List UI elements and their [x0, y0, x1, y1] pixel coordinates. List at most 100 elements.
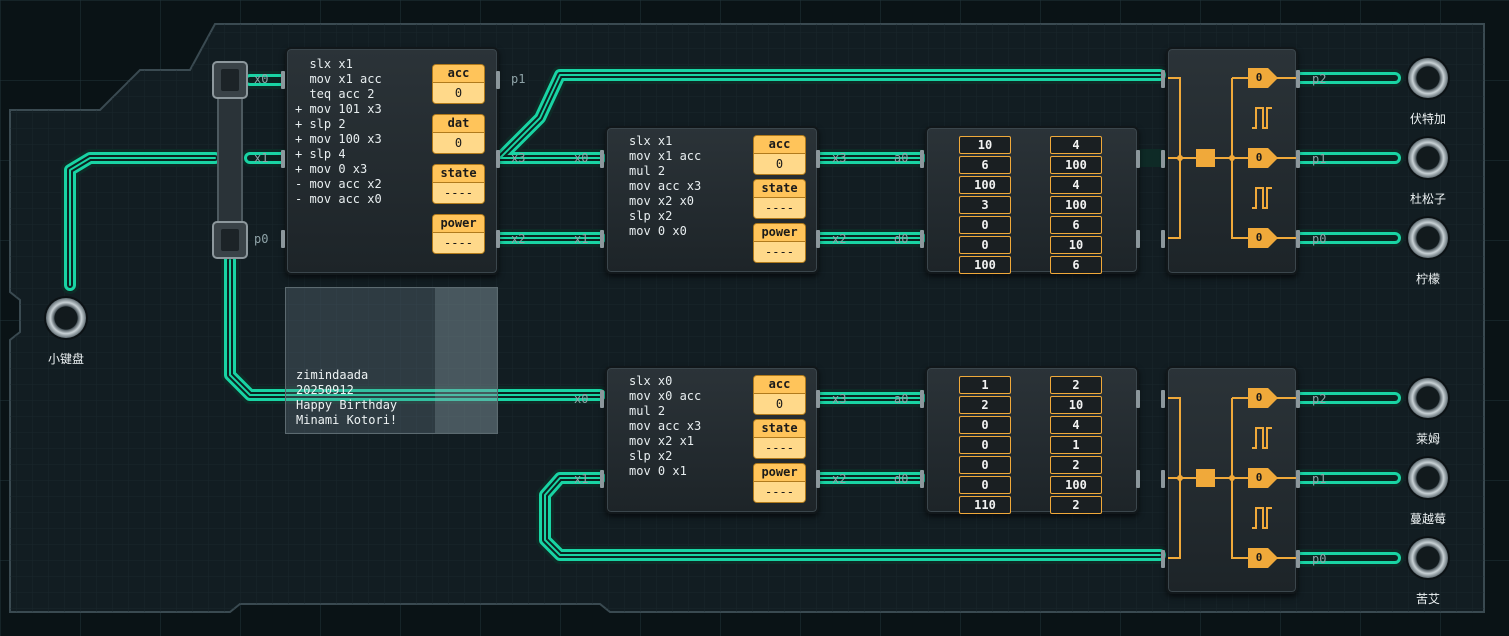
rom-cell[interactable]: 1 — [959, 376, 1011, 394]
top-gate-p0-value: 0 — [1255, 231, 1263, 244]
rom-cell[interactable]: 110 — [959, 496, 1011, 514]
dispenser-cranberry-label: 蔓越莓 — [1409, 512, 1446, 526]
rom-cell[interactable]: 4 — [1050, 136, 1102, 154]
main-port-p0[interactable] — [281, 230, 285, 248]
bottom-port-x0[interactable] — [600, 390, 604, 408]
rom-cell[interactable]: 2 — [959, 396, 1011, 414]
bottom-rom-port-d0[interactable] — [920, 470, 924, 488]
rom-cell[interactable]: 6 — [959, 156, 1011, 174]
bottom-out-label-p1: p1 — [1312, 472, 1327, 486]
rom-cell[interactable]: 2 — [1050, 456, 1102, 474]
top-out-p1[interactable] — [1296, 150, 1300, 168]
rom-cell[interactable]: 0 — [959, 216, 1011, 234]
main-port-x1[interactable] — [281, 150, 285, 168]
bottom-gate-p2-value: 0 — [1255, 391, 1263, 404]
rom-cell[interactable]: 6 — [1050, 256, 1102, 274]
keypad-sensor[interactable] — [46, 298, 86, 338]
rom-cell[interactable]: 100 — [1050, 476, 1102, 494]
main-label-p0: p0 — [254, 232, 269, 246]
top-out-label-p2: p2 — [1312, 72, 1327, 86]
top-port-x2[interactable] — [816, 230, 820, 248]
main-label-x0: x0 — [254, 72, 269, 86]
dispenser-vermouth[interactable] — [1408, 538, 1448, 578]
top-port-x1[interactable] — [600, 230, 604, 248]
dispenser-lime[interactable] — [1408, 378, 1448, 418]
top-rom[interactable]: 10 6 100 3 0 0 100 4 100 4 100 6 10 6 — [925, 126, 1139, 274]
bottom-out-p2[interactable] — [1296, 390, 1300, 408]
bottom-rom-label-d0: d0 — [894, 472, 909, 486]
bottom-out-label-p2: p2 — [1312, 392, 1327, 406]
top-rom-port-a0[interactable] — [920, 150, 924, 168]
main-port-x0[interactable] — [281, 71, 285, 89]
rom-cell[interactable]: 1 — [1050, 436, 1102, 454]
rom-cell[interactable]: 0 — [959, 476, 1011, 494]
top-out-in-3[interactable] — [1161, 230, 1165, 248]
top-port-x3[interactable] — [816, 150, 820, 168]
top-rom-port-right2[interactable] — [1136, 230, 1140, 248]
top-out-p0[interactable] — [1296, 230, 1300, 248]
rom-cell[interactable]: 0 — [959, 456, 1011, 474]
rom-cell[interactable]: 6 — [1050, 216, 1102, 234]
rom-cell[interactable]: 0 — [959, 436, 1011, 454]
bottom-label-x3: x3 — [832, 392, 847, 406]
rom-cell[interactable]: 3 — [959, 196, 1011, 214]
main-port-x3[interactable] — [496, 150, 500, 168]
bottom-port-x2[interactable] — [816, 470, 820, 488]
top-port-x0[interactable] — [600, 150, 604, 168]
rom-cell[interactable]: 100 — [959, 256, 1011, 274]
rom-cell[interactable]: 100 — [1050, 156, 1102, 174]
top-controller[interactable]: slx x1 mov x1 acc mul 2 mov acc x3 mov x… — [605, 126, 819, 274]
rom-cell[interactable]: 0 — [959, 236, 1011, 254]
note-text[interactable]: zimindaada 20250912 Happy Birthday Minam… — [296, 368, 398, 427]
dispenser-lemon-label: 柠檬 — [1415, 272, 1440, 286]
top-out-in-2[interactable] — [1161, 150, 1165, 168]
dispenser-gin[interactable] — [1408, 138, 1448, 178]
top-out-p2[interactable] — [1296, 70, 1300, 88]
top-reg-power: power ---- — [754, 224, 805, 262]
rom-cell[interactable]: 10 — [1050, 236, 1102, 254]
rom-cell[interactable]: 4 — [1050, 416, 1102, 434]
rom-cell[interactable]: 10 — [1050, 396, 1102, 414]
bottom-rom[interactable]: 1 2 0 0 0 0 110 2 10 4 1 2 100 2 — [925, 366, 1139, 514]
bottom-out-in-1[interactable] — [1161, 390, 1165, 408]
top-rom-col1: 10 6 100 3 0 0 100 — [959, 136, 1011, 276]
bottom-port-x1[interactable] — [600, 470, 604, 488]
dispenser-cranberry[interactable] — [1408, 458, 1448, 498]
bottom-reg-power: power ---- — [754, 464, 805, 502]
main-controller[interactable]: slx x1 mov x1 acc teq acc 2 + mov 101 x3… — [285, 47, 499, 275]
rom-cell[interactable]: 4 — [1050, 176, 1102, 194]
bottom-port-x3[interactable] — [816, 390, 820, 408]
dispenser-lemon[interactable] — [1408, 218, 1448, 258]
bottom-rom-port-right[interactable] — [1136, 390, 1140, 408]
bottom-out-p0[interactable] — [1296, 550, 1300, 568]
bottom-label-x0: x0 — [574, 392, 589, 406]
bottom-out-in-3[interactable] — [1161, 550, 1165, 568]
top-label-x2: x2 — [832, 232, 847, 246]
rom-cell[interactable]: 2 — [1050, 376, 1102, 394]
rom-cell[interactable]: 0 — [959, 416, 1011, 434]
bottom-rom-col2: 2 10 4 1 2 100 2 — [1050, 376, 1102, 516]
bottom-controller[interactable]: slx x0 mov x0 acc mul 2 mov acc x3 mov x… — [605, 366, 819, 514]
bottom-controller-code[interactable]: slx x0 mov x0 acc mul 2 mov acc x3 mov x… — [629, 374, 702, 478]
bottom-out-p1[interactable] — [1296, 470, 1300, 488]
main-port-p1[interactable] — [496, 71, 500, 89]
bottom-gate-p1-value: 0 — [1255, 471, 1263, 484]
rom-cell[interactable]: 10 — [959, 136, 1011, 154]
rom-cell[interactable]: 100 — [1050, 196, 1102, 214]
rom-cell[interactable]: 2 — [1050, 496, 1102, 514]
top-reg-state: state ---- — [754, 180, 805, 218]
rom-cell[interactable]: 100 — [959, 176, 1011, 194]
top-out-in-1[interactable] — [1161, 70, 1165, 88]
sticky-note[interactable]: zimindaada 20250912 Happy Birthday Minam… — [285, 287, 498, 434]
top-controller-code[interactable]: slx x1 mov x1 acc mul 2 mov acc x3 mov x… — [629, 134, 702, 238]
dispenser-vodka[interactable] — [1408, 58, 1448, 98]
main-controller-code[interactable]: slx x1 mov x1 acc teq acc 2 + mov 101 x3… — [295, 57, 382, 206]
bottom-out-in-2[interactable] — [1161, 470, 1165, 488]
bottom-rom-port-a0[interactable] — [920, 390, 924, 408]
bottom-rom-port-right2[interactable] — [1136, 470, 1140, 488]
main-port-x2[interactable] — [496, 230, 500, 248]
top-rom-port-d0[interactable] — [920, 230, 924, 248]
top-reg-acc: acc 0 — [754, 136, 805, 174]
top-rom-port-right[interactable] — [1136, 150, 1140, 168]
